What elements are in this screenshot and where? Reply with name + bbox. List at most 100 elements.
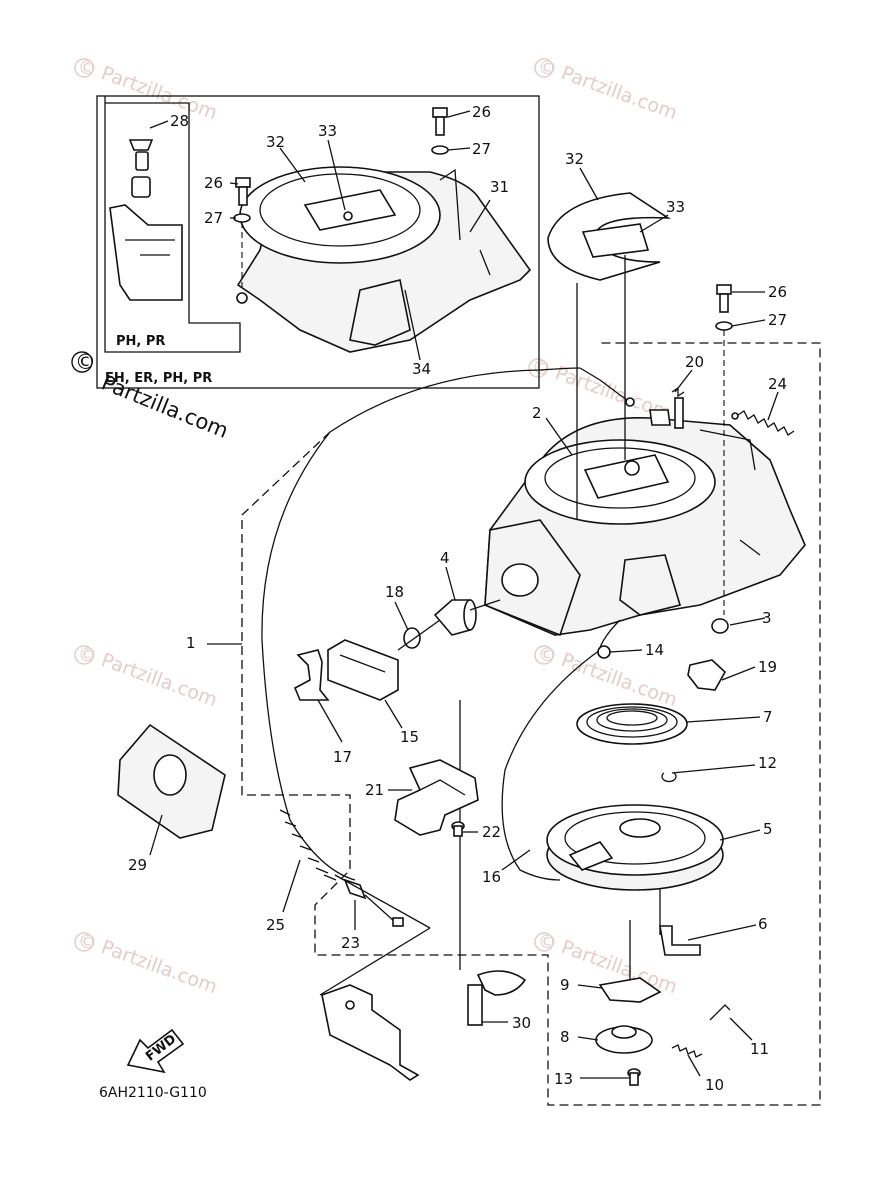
svg-text:Partzilla.com: Partzilla.com: [98, 62, 220, 124]
svg-text:©: ©: [78, 57, 97, 79]
part-31-leader: [469, 199, 491, 233]
part-8: [595, 1025, 653, 1054]
watermark: © Partzilla.com: [74, 931, 220, 998]
cover-29: [117, 723, 226, 839]
leader-lines: [149, 110, 779, 1079]
part-30: [467, 970, 527, 1026]
cable-25-sheath: [279, 809, 337, 881]
svg-text:Partzilla.com: Partzilla.com: [98, 649, 220, 711]
callout-18: 18: [385, 583, 404, 601]
callout-32: 32: [565, 150, 584, 168]
callout-32-inset: 32: [266, 133, 285, 151]
mount-bracket: [319, 874, 431, 1081]
svg-text:Partzilla.com: Partzilla.com: [98, 936, 220, 998]
inset-models-outer: EH, ER, PH, PR: [105, 371, 212, 386]
inset-housing: [236, 166, 532, 353]
callout-19: 19: [758, 658, 777, 676]
callout-1: 1: [186, 634, 196, 652]
handle-15: [327, 639, 399, 701]
callout-25: 25: [266, 916, 285, 934]
svg-text:©: ©: [78, 644, 97, 666]
callout-26: 26: [768, 283, 787, 301]
svg-text:©: ©: [75, 350, 96, 374]
diagram-code: 6AH2110-G110: [99, 1085, 207, 1101]
callout-27-inset-left: 27: [204, 209, 223, 227]
svg-text:©: ©: [538, 57, 557, 79]
callout-11: 11: [750, 1040, 769, 1058]
cable-25-upper: [329, 367, 581, 433]
callout-8: 8: [560, 1028, 570, 1046]
assembly-outline: [241, 342, 821, 1106]
part-19: [687, 659, 727, 691]
callout-3: 3: [762, 609, 772, 627]
callout-28: 28: [170, 112, 189, 130]
watermark: © Partzilla.com: [74, 644, 220, 711]
watermark: © Partzilla.com: [534, 57, 680, 124]
bolt-26-right: [715, 284, 733, 331]
svg-text:©: ©: [532, 357, 551, 379]
spring-11: [709, 1004, 731, 1021]
callout-24: 24: [768, 375, 787, 393]
callout-30: 30: [512, 1014, 531, 1032]
part-3: [711, 618, 729, 634]
starter-housing-2: [484, 409, 806, 637]
part-14: [597, 645, 611, 659]
callout-21: 21: [365, 781, 384, 799]
svg-text:©: ©: [538, 931, 557, 953]
cable-25: [261, 431, 356, 881]
callout-12: 12: [758, 754, 777, 772]
svg-text:Partzilla.com: Partzilla.com: [558, 62, 680, 124]
label-33: [581, 223, 650, 258]
callout-5: 5: [763, 820, 773, 838]
inset-box: PH, PR EH, ER, PH, PR: [96, 95, 540, 389]
svg-text:©: ©: [538, 644, 557, 666]
callout-labels: 28 32 33 26 27 26 27 31 34 32 33 26 27 2…: [128, 103, 787, 1094]
callout-34: 34: [412, 360, 431, 378]
callout-20: 20: [685, 353, 704, 371]
callout-17: 17: [333, 748, 352, 766]
callout-26-inset-left: 26: [204, 174, 223, 192]
throttle-link: [579, 367, 635, 407]
callout-10: 10: [705, 1076, 724, 1094]
callout-15: 15: [400, 728, 419, 746]
part-18: [397, 619, 441, 651]
callout-14: 14: [645, 641, 664, 659]
callout-33-inset: 33: [318, 122, 337, 140]
part-9: [598, 977, 662, 1003]
spring-24: [731, 410, 795, 436]
pulley-5: [546, 804, 724, 891]
inset-bracket-part: [109, 139, 183, 301]
callout-23: 23: [341, 934, 360, 952]
brand-logo: © Partzilla.com: [71, 350, 232, 443]
inset-models-inner: PH, PR: [116, 334, 165, 349]
callout-7: 7: [763, 708, 773, 726]
part-23: [343, 878, 404, 927]
callout-13: 13: [554, 1070, 573, 1088]
spring-10: [671, 1044, 703, 1058]
callout-22: 22: [482, 823, 501, 841]
part-17: [293, 649, 330, 701]
part-21: [394, 759, 479, 836]
part-13: [627, 1068, 641, 1086]
spring-20: [671, 386, 685, 429]
fwd-arrow-icon: FWD: [126, 1028, 185, 1074]
svg-text:©: ©: [78, 931, 97, 953]
part-22: [451, 821, 465, 837]
callout-9: 9: [560, 976, 570, 994]
spiral-spring-7: [576, 703, 688, 745]
callout-33: 33: [666, 198, 685, 216]
clip-12: [661, 772, 677, 783]
callout-31: 31: [490, 178, 509, 196]
inset-hardware: [233, 107, 449, 292]
callout-2: 2: [532, 404, 542, 422]
callout-26-inset: 26: [472, 103, 491, 121]
callout-27: 27: [768, 311, 787, 329]
callout-16: 16: [482, 868, 501, 886]
callout-29: 29: [128, 856, 147, 874]
callout-27-inset: 27: [472, 140, 491, 158]
part-4: [433, 599, 501, 636]
rope-16: [501, 649, 601, 881]
part-6: [659, 925, 701, 956]
callout-6: 6: [758, 915, 768, 933]
